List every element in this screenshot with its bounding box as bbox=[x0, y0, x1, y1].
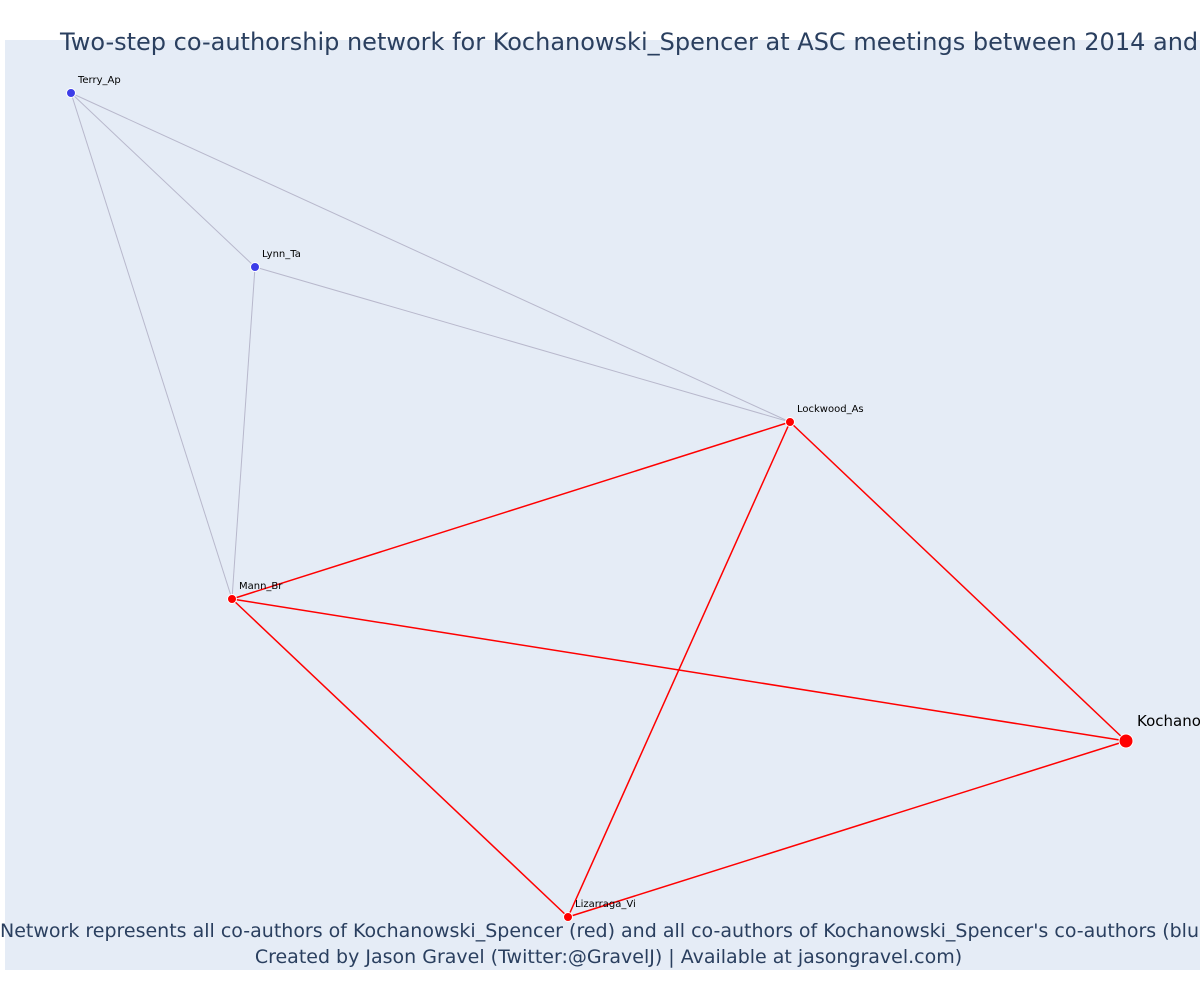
edge-lockwood-as-mann-br bbox=[231, 421, 791, 600]
node-label-terry-ap: Terry_Ap bbox=[77, 75, 121, 86]
edge-lynn-ta-mann-br bbox=[231, 266, 256, 600]
node-kochanowski-spencer[interactable] bbox=[1118, 733, 1134, 749]
node-terry-ap[interactable] bbox=[66, 88, 76, 98]
node-layer bbox=[66, 88, 1134, 922]
node-label-lockwood-as: Lockwood_As bbox=[797, 404, 864, 415]
caption-line-1: Network represents all co-authors of Koc… bbox=[0, 920, 1200, 942]
node-label-kochanowski-spencer: Kochanowski_Spencer bbox=[1137, 712, 1200, 731]
chart-caption: Network represents all co-authors of Koc… bbox=[0, 918, 1200, 970]
node-mann-br[interactable] bbox=[227, 594, 237, 604]
label-layer: Terry_ApLynn_TaLockwood_AsMann_BrKochano… bbox=[77, 75, 1200, 910]
edge-lizarraga-vi-kochanowski-spencer bbox=[567, 740, 1127, 918]
node-lynn-ta[interactable] bbox=[250, 262, 260, 272]
edge-terry-ap-lockwood-as bbox=[70, 92, 791, 423]
edge-mann-br-kochanowski-spencer bbox=[231, 598, 1127, 742]
edge-lockwood-as-kochanowski-spencer bbox=[789, 421, 1127, 742]
node-lizarraga-vi[interactable] bbox=[563, 912, 573, 922]
node-label-mann-br: Mann_Br bbox=[239, 581, 283, 592]
chart-title: Two-step co-authorship network for Kocha… bbox=[60, 28, 1200, 56]
edge-layer bbox=[70, 92, 1127, 918]
node-lockwood-as[interactable] bbox=[785, 417, 795, 427]
edge-terry-ap-lynn-ta bbox=[70, 92, 256, 268]
edge-terry-ap-mann-br bbox=[70, 92, 233, 600]
edge-mann-br-lizarraga-vi bbox=[231, 598, 569, 918]
plot-area bbox=[5, 40, 1200, 970]
edge-lynn-ta-lockwood-as bbox=[254, 266, 791, 423]
caption-line-2: Created by Jason Gravel (Twitter:@Gravel… bbox=[254, 946, 963, 968]
node-label-lynn-ta: Lynn_Ta bbox=[262, 249, 301, 260]
node-label-lizarraga-vi: Lizarraga_Vi bbox=[575, 899, 636, 910]
